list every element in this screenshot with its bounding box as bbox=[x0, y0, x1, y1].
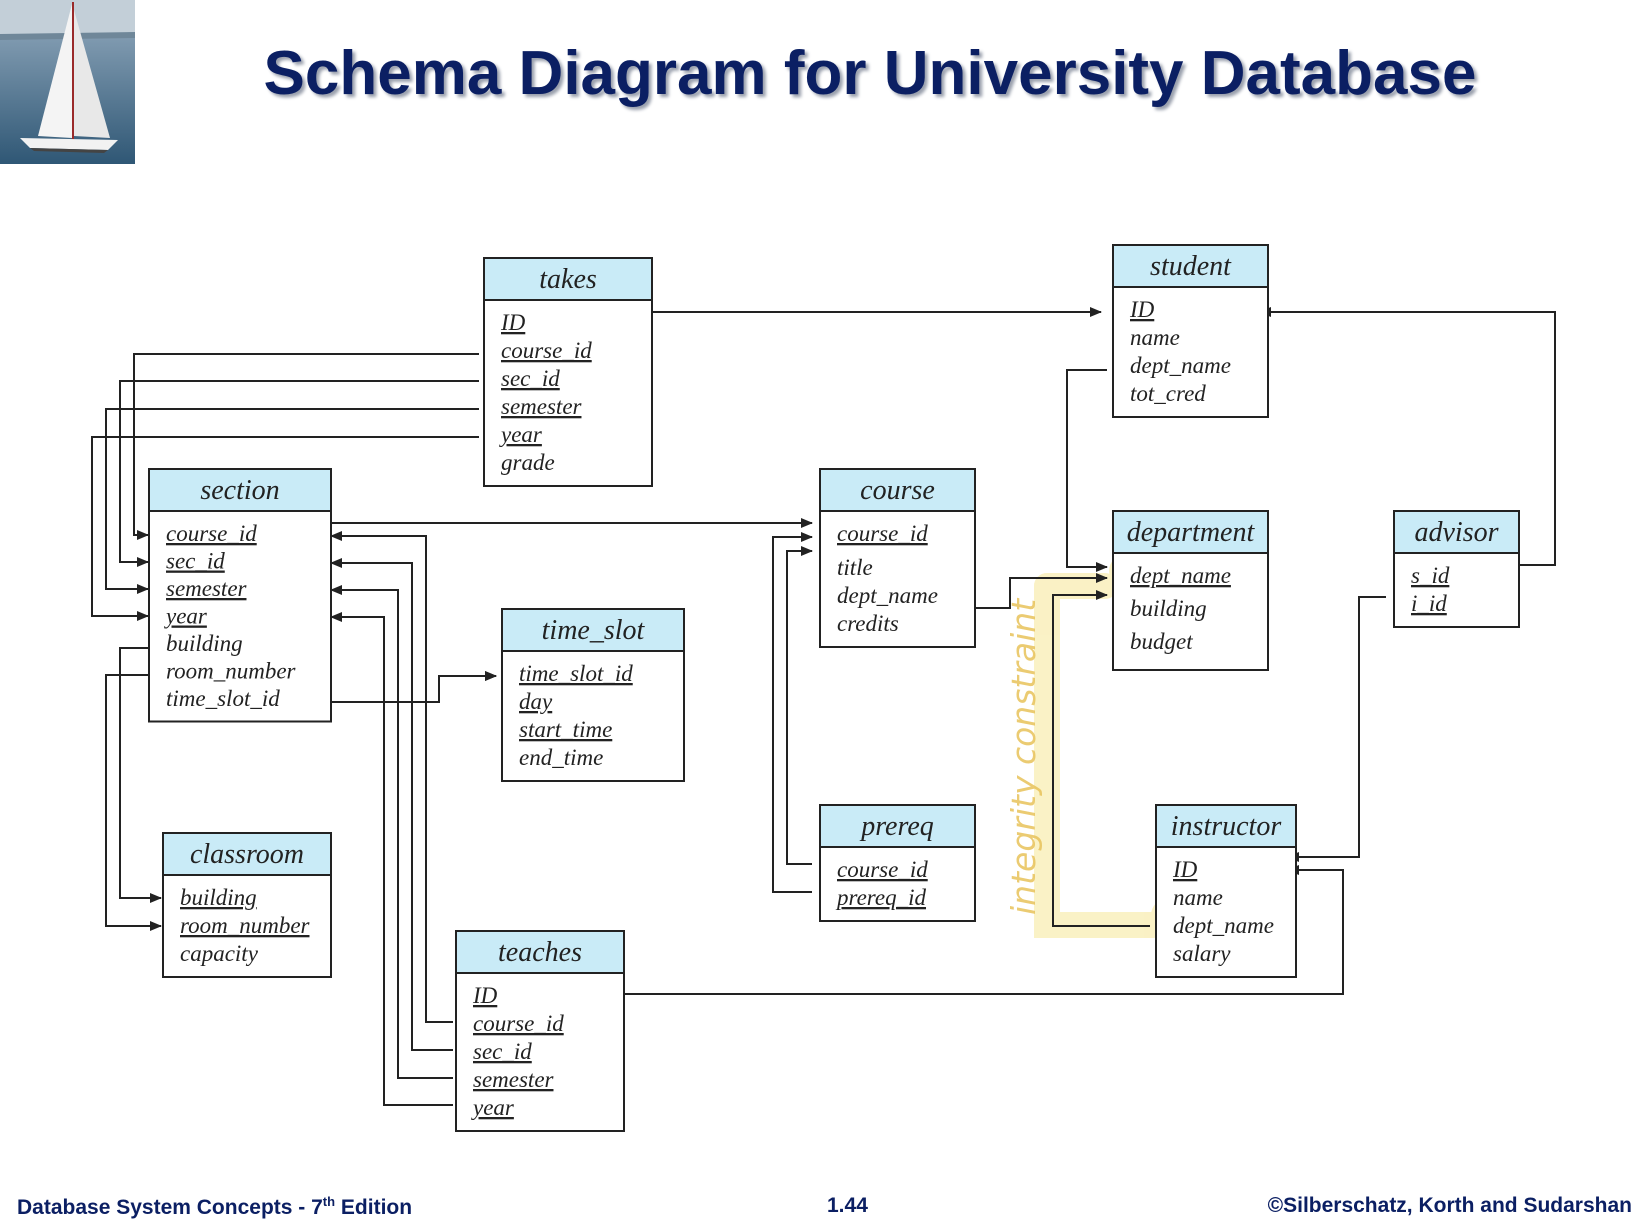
attribute: dept_name bbox=[837, 583, 938, 608]
attribute: salary bbox=[1173, 941, 1231, 966]
attribute: time_slot_id bbox=[519, 661, 633, 686]
attribute: time_slot_id bbox=[166, 686, 280, 711]
table-header bbox=[501, 608, 685, 652]
table-header bbox=[162, 832, 332, 876]
attribute: course_id bbox=[473, 1011, 564, 1036]
attribute: building bbox=[1130, 596, 1207, 621]
table-header bbox=[1393, 510, 1520, 554]
footer-edition-sup: th bbox=[322, 1194, 336, 1209]
attribute: building bbox=[166, 631, 243, 656]
attribute: name bbox=[1130, 325, 1180, 350]
attribute: year bbox=[471, 1095, 515, 1120]
attribute: prereq_id bbox=[835, 885, 927, 910]
table-header bbox=[819, 468, 976, 512]
table-name: prereq bbox=[859, 811, 934, 842]
table-header bbox=[1112, 510, 1269, 554]
attribute: sec_id bbox=[501, 366, 560, 391]
attribute: capacity bbox=[180, 941, 259, 966]
attribute: title bbox=[837, 555, 873, 580]
slide-title: Schema Diagram for University Database bbox=[263, 39, 1477, 108]
table-header bbox=[1112, 244, 1269, 288]
attribute: tot_cred bbox=[1130, 381, 1206, 406]
attribute: i_id bbox=[1411, 591, 1447, 616]
attribute: dept_name bbox=[1130, 563, 1231, 588]
attribute: start_time bbox=[519, 717, 612, 742]
table-advisor: advisor s_id i_id bbox=[1393, 510, 1520, 628]
attribute: room_number bbox=[180, 913, 311, 938]
attribute: credits bbox=[837, 611, 899, 636]
tables-layer: takesIDcourse_idsec_idsemesteryeargrades… bbox=[148, 244, 1520, 1132]
table-header bbox=[819, 804, 976, 848]
table-name: instructor bbox=[1171, 811, 1282, 842]
table-header bbox=[148, 468, 332, 512]
table-prereq: prereq course_id prereq_id bbox=[819, 804, 976, 922]
footer-book: Database System Concepts - 7 bbox=[17, 1196, 323, 1219]
table-name: time_slot bbox=[542, 615, 646, 646]
footer-copyright: ©Silberschatz, Korth and Sudarshan bbox=[1267, 1194, 1632, 1217]
table-name: classroom bbox=[190, 839, 304, 870]
attribute: semester bbox=[501, 394, 583, 419]
attribute: dept_name bbox=[1130, 353, 1231, 378]
attribute: ID bbox=[1172, 857, 1198, 882]
relationship-lines bbox=[91, 307, 1556, 1106]
sailboat-logo bbox=[0, 0, 135, 164]
attribute: sec_id bbox=[166, 549, 225, 574]
attribute: dept_name bbox=[1173, 913, 1274, 938]
attribute: ID bbox=[1129, 297, 1155, 322]
attribute: name bbox=[1173, 885, 1223, 910]
table-name: teaches bbox=[498, 937, 582, 968]
attribute: s_id bbox=[1411, 563, 1450, 588]
attribute: grade bbox=[501, 450, 555, 475]
attribute: course_id bbox=[837, 857, 928, 882]
attribute: budget bbox=[1130, 629, 1193, 654]
attribute: course_id bbox=[501, 338, 592, 363]
table-header bbox=[1155, 804, 1297, 848]
attribute: day bbox=[519, 689, 553, 714]
attribute: year bbox=[499, 422, 543, 447]
attribute: end_time bbox=[519, 745, 603, 770]
attribute: ID bbox=[472, 983, 498, 1008]
attribute: ID bbox=[500, 310, 526, 335]
attribute: year bbox=[164, 604, 208, 629]
attribute: semester bbox=[473, 1067, 555, 1092]
table-classroom: classroom building room_number capacity bbox=[162, 832, 332, 978]
attribute: course_id bbox=[166, 521, 257, 546]
table-name: student bbox=[1150, 251, 1232, 282]
attribute: course_id bbox=[837, 521, 928, 546]
table-name: takes bbox=[539, 264, 597, 295]
table-name: course bbox=[860, 475, 935, 506]
attribute: building bbox=[180, 885, 257, 910]
footer-page-number: 1.44 bbox=[827, 1194, 868, 1217]
attribute: sec_id bbox=[473, 1039, 532, 1064]
footer-book-title: Database System Concepts - 7th Edition bbox=[17, 1194, 412, 1220]
table-name: advisor bbox=[1415, 517, 1499, 548]
table-header bbox=[455, 930, 625, 974]
table-header bbox=[483, 257, 653, 301]
table-name: department bbox=[1127, 517, 1256, 548]
attribute: room_number bbox=[166, 659, 297, 684]
footer-edition-word: Edition bbox=[335, 1196, 413, 1219]
table-department: department dept_name building budget bbox=[1112, 510, 1269, 671]
table-name: section bbox=[200, 475, 279, 506]
integrity-constraint-annotation: integrity constraint bbox=[1004, 598, 1043, 915]
attribute: semester bbox=[166, 576, 248, 601]
